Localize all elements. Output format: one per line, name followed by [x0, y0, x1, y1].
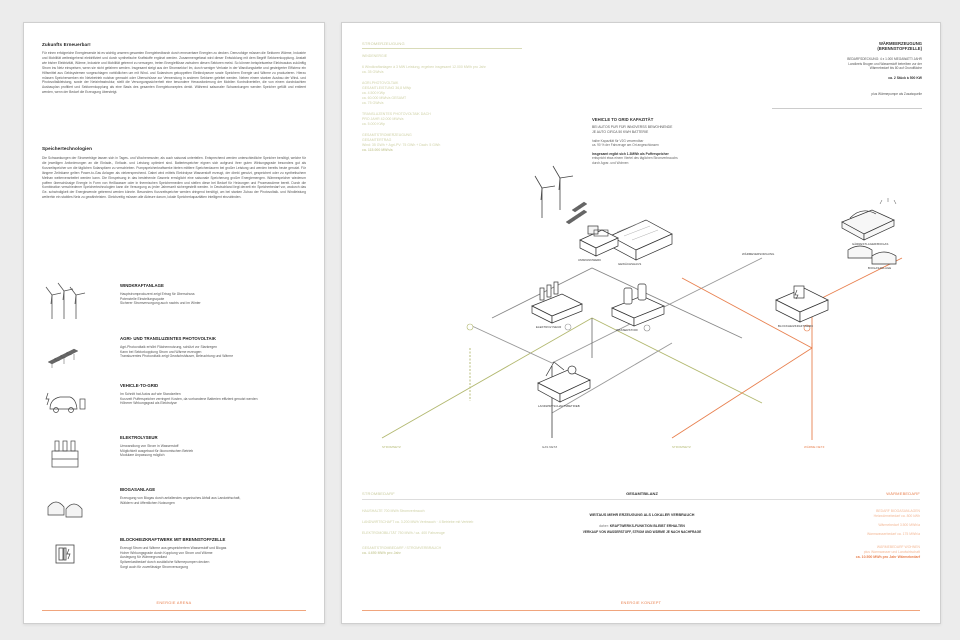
- heat-section: WÄRMEERZEUGUNG (BRENNSTOFFZELLE) BEDARFS…: [772, 41, 922, 109]
- concept-page: STROMERZEUGUNG WINDENERGIE 6 Windkraftan…: [341, 22, 941, 624]
- chp-building: [775, 285, 829, 323]
- farm-building: [537, 361, 591, 403]
- label-heatnet: WÄRMEVERSORGUNG: [742, 252, 774, 256]
- gas-line: [551, 342, 673, 414]
- v2g-section: VEHICLE TO GRID KAPAZITÄT BEI AUTOS PUR …: [592, 117, 742, 166]
- label-hydrogen: WASSERSTOFF: [616, 328, 638, 332]
- hydrogen-tank: [611, 283, 665, 327]
- label-biogas: BIOGASANLAGE: [868, 266, 891, 270]
- generation-section: STROMERZEUGUNG WINDENERGIE 6 Windkraftan…: [362, 41, 532, 153]
- balance-heading: GESAMTBILANZ: [626, 491, 658, 496]
- balance-title: WEITAUS MEHR ERZEUGUNG ALS LOKALER VERBR…: [589, 513, 695, 517]
- component-pv: AGRI- UND TRANSLUZENTES PHOTOVOLTAIK Agr…: [24, 334, 324, 394]
- car-charging-icon: [593, 229, 609, 237]
- node-marker: [643, 324, 651, 332]
- label-heat-grid: WÄRME NETZ: [804, 445, 825, 449]
- greenhouse-building: [609, 219, 673, 261]
- wind-turbine-icon: [45, 282, 86, 319]
- component-wind: WINDKRAFTANLAGE Hauptstromproduzent zeig…: [24, 281, 324, 341]
- component-title: WINDKRAFTANLAGE: [120, 283, 164, 288]
- label-farm: LANDWIRTSCHAFTSBETRIEB: [538, 404, 580, 408]
- solar-panel-icon: [565, 201, 588, 225]
- component-chp: BLOCKHEIZKRAFTWERK MIT BRENNSTOFFZELLE E…: [24, 535, 324, 595]
- energy-flow-diagram: GEWÄCHSHAUS UMSPANNWERK ELEKTROLYSEUR WA…: [381, 165, 903, 449]
- component-biogas: BIOGASANLAGE Erzeugung von Biogas durch …: [24, 485, 324, 545]
- label-power-grid-2: STROMNETZ: [672, 445, 691, 449]
- label-chp: BLOCKHEIZKRAFTWERK: [778, 324, 813, 328]
- label-gas-grid: GAS NETZ: [542, 445, 557, 449]
- node-marker: [803, 324, 811, 332]
- heat-title: WÄRMEERZEUGUNG: [878, 41, 922, 46]
- biogas-plant: [841, 209, 897, 265]
- component-title: BIOGASANLAGE: [120, 487, 156, 492]
- text-page: Zukunfts Erneuerbar! Für einen erfolgrei…: [23, 22, 325, 624]
- node-marker: [564, 323, 572, 331]
- v2g-sum: Insgesamt ergibt sich 1.3MWh als Puffers…: [592, 151, 669, 156]
- label-electrolyzer: ELEKTROLYSEUR: [536, 325, 561, 329]
- component-title: BLOCKHEIZKRAFTWERK MIT BRENNSTOFFZELLE: [120, 537, 226, 542]
- heat-sum: ca. 2 Stück à 500 KW: [888, 75, 922, 80]
- component-electrolyzer: ELEKTROLYSEUR Umwandlung von Strom in Wa…: [24, 433, 324, 493]
- heat-demand-heading: WÄRMEBEDARF: [886, 491, 920, 496]
- wind-turbine-icon: [534, 165, 574, 218]
- right-footer: ENERGIE KONZEPT: [620, 601, 662, 605]
- solar-panel-icon: [47, 348, 79, 368]
- sun-icon: [879, 198, 897, 205]
- heat-flow-line: [671, 257, 903, 439]
- biogas-dome-icon: [47, 501, 83, 518]
- fuel-cell-icon: [55, 544, 75, 564]
- grid-line: [471, 257, 763, 364]
- footer-rule: [362, 610, 920, 611]
- demand-heading: STROMBEDARF: [362, 491, 395, 496]
- node-marker: [466, 323, 474, 331]
- intro-heading: Zukunfts Erneuerbar!: [42, 42, 91, 47]
- balance-subtitle: KRAFTWERKS-FUNKTION BLEIBT ERHALTEN: [609, 524, 685, 528]
- footer-rule: [42, 610, 306, 611]
- car-charging-icon: [45, 392, 86, 413]
- lightning-icon: [794, 289, 799, 300]
- substation-building: [579, 225, 619, 257]
- generation-heading: STROMERZEUGUNG: [362, 41, 405, 46]
- storage-text: Die Schwankungen der Stromerträge lassen…: [42, 156, 306, 200]
- component-title: AGRI- UND TRANSLUZENTES PHOTOVOLTAIK: [120, 336, 216, 341]
- electrolyzer-building: [531, 281, 583, 324]
- component-title: ELEKTROLYSEUR: [120, 435, 158, 440]
- storage-heading: Speichertechnologien: [42, 146, 92, 151]
- label-greenhouse: GEWÄCHSHAUS: [618, 262, 641, 266]
- component-title: VEHICLE-TO-GRID: [120, 383, 159, 388]
- intro-text: Für einen erfolgreiche Energiewende ist …: [42, 51, 306, 95]
- left-footer: ENERGIE ARENA: [156, 601, 192, 605]
- v2g-title: VEHICLE TO GRID KAPAZITÄT: [592, 117, 654, 122]
- electrolyzer-icon: [51, 440, 79, 468]
- component-v2g: VEHICLE-TO-GRID Im Schnitt hat Autos auf…: [24, 381, 324, 441]
- label-substation: UMSPANNWERK: [578, 258, 601, 262]
- label-fermentation: GÄRRESTLAGER/BIOGAS: [852, 242, 888, 246]
- label-power-grid: STROMNETZ: [382, 445, 401, 449]
